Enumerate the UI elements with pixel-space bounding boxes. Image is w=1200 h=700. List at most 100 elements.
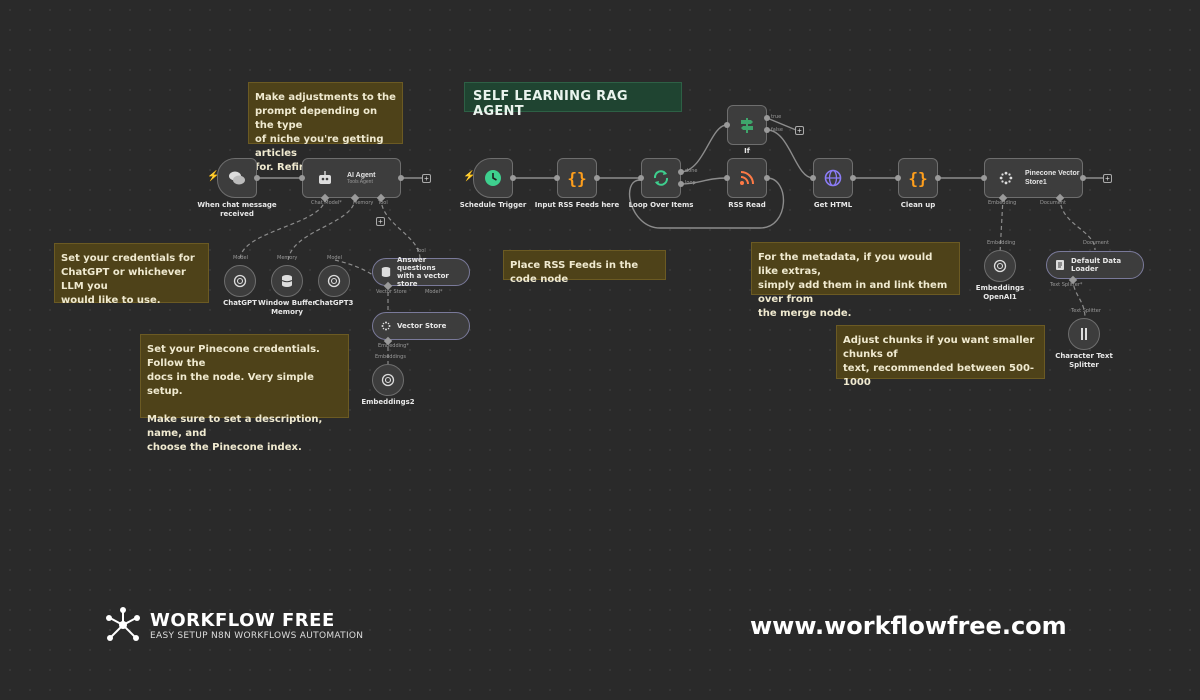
rss-read-node[interactable] bbox=[727, 158, 767, 198]
document-icon bbox=[1055, 259, 1065, 271]
embeddings-openai-node[interactable] bbox=[984, 250, 1016, 282]
pinecone-input-port[interactable] bbox=[981, 175, 987, 181]
openai-icon bbox=[233, 274, 247, 288]
brand-url: www.workflowfree.com bbox=[750, 612, 1067, 640]
chat-trigger-bolt-icon: ⚡ bbox=[207, 171, 220, 182]
schedule-trigger-node[interactable] bbox=[473, 158, 513, 198]
false-port-label: false bbox=[771, 127, 783, 133]
chatgpt-node[interactable] bbox=[224, 265, 256, 297]
prompt-sticky-note[interactable]: Make adjustments to the prompt depending… bbox=[248, 82, 403, 173]
loop-port-label: loop bbox=[685, 180, 696, 186]
schedule-trigger-label: Schedule Trigger bbox=[459, 201, 527, 209]
chat-trigger-node[interactable] bbox=[217, 158, 257, 198]
pinecone-output-port[interactable] bbox=[1080, 175, 1086, 181]
embeddings2-label: Embeddings2 bbox=[361, 398, 415, 406]
clean-up-input-port[interactable] bbox=[895, 175, 901, 181]
input-rss-input-port[interactable] bbox=[554, 175, 560, 181]
chunks-sticky-note[interactable]: Adjust chunks if you want smaller chunks… bbox=[836, 325, 1045, 388]
chat-bubble-icon bbox=[228, 170, 246, 186]
rss-sticky-note[interactable]: Place RSS Feeds in the code node bbox=[503, 250, 666, 285]
loop-loop-port[interactable] bbox=[678, 181, 684, 187]
default-loader-port-label: Document bbox=[1083, 240, 1109, 246]
window-buffer-label: Window Buffer Memory bbox=[257, 299, 317, 316]
globe-icon bbox=[824, 169, 842, 187]
text-splitter-port-label: Text Splitter* bbox=[1050, 282, 1083, 288]
ai-agent-output-port[interactable] bbox=[398, 175, 404, 181]
embedding-port-label: Embedding* bbox=[378, 343, 409, 349]
loop-arrows-icon bbox=[652, 169, 670, 187]
default-data-loader-node[interactable]: Default Data Loader bbox=[1046, 251, 1144, 279]
network-logo-icon bbox=[104, 606, 142, 644]
get-html-output-port[interactable] bbox=[850, 175, 856, 181]
answer-tool-label: Answer questions with a vector store bbox=[397, 256, 449, 288]
loop-done-port[interactable] bbox=[678, 169, 684, 175]
workflow-title: SELF LEARNING RAG AGENT bbox=[473, 89, 628, 119]
rss-icon bbox=[739, 170, 755, 186]
chatgpt-model-label: Model bbox=[233, 255, 249, 261]
chatgpt3-node[interactable] bbox=[318, 265, 350, 297]
clean-up-output-port[interactable] bbox=[935, 175, 941, 181]
tool-port-label: Tool bbox=[378, 200, 388, 206]
rss-sticky-text: Place RSS Feeds in the code node bbox=[510, 260, 639, 285]
embeddings2-node[interactable] bbox=[372, 364, 404, 396]
metadata-sticky-text: For the metadata, if you would like extr… bbox=[758, 252, 948, 319]
if-node[interactable] bbox=[727, 105, 767, 145]
input-rss-code-node[interactable]: {} bbox=[557, 158, 597, 198]
if-label: If bbox=[744, 147, 750, 155]
pinecone-sticky-note[interactable]: Set your Pinecone credentials. Follow th… bbox=[140, 334, 349, 453]
openai-icon bbox=[327, 274, 341, 288]
chunks-sticky-text: Adjust chunks if you want smaller chunks… bbox=[843, 335, 1035, 388]
if-input-port[interactable] bbox=[724, 122, 730, 128]
default-loader-label: Default Data Loader bbox=[1071, 257, 1122, 273]
pinecone-icon bbox=[999, 171, 1013, 185]
metadata-sticky-note[interactable]: For the metadata, if you would like extr… bbox=[751, 242, 960, 319]
ai-agent-subtitle: Tools Agent bbox=[347, 178, 373, 185]
answer-questions-tool-node[interactable]: Answer questions with a vector store bbox=[372, 256, 470, 288]
ai-agent-add-button[interactable]: + bbox=[422, 174, 431, 183]
model-port-label: Model* bbox=[425, 289, 443, 295]
clean-up-node[interactable]: {} bbox=[898, 158, 938, 198]
code-braces-icon: {} bbox=[567, 168, 587, 188]
code-braces-icon: {} bbox=[908, 168, 928, 188]
window-buffer-node[interactable] bbox=[271, 265, 303, 297]
vector-store-port-label: Vector Store bbox=[376, 289, 407, 295]
ai-agent-node[interactable]: AI Agent Tools Agent bbox=[302, 158, 401, 198]
pinecone-add-button[interactable]: + bbox=[1103, 174, 1112, 183]
done-port-label: done bbox=[685, 168, 698, 174]
pinecone-vector-store-node[interactable]: Pinecone Vector Store1 bbox=[984, 158, 1083, 198]
ai-agent-input-port[interactable] bbox=[299, 175, 305, 181]
input-rss-output-port[interactable] bbox=[594, 175, 600, 181]
credentials-sticky-note[interactable]: Set your credentials for ChatGPT or whic… bbox=[54, 243, 209, 306]
get-html-label: Get HTML bbox=[813, 201, 853, 209]
database-icon bbox=[381, 266, 391, 278]
if-true-port[interactable] bbox=[764, 115, 770, 121]
get-html-node[interactable] bbox=[813, 158, 853, 198]
pinecone-icon bbox=[381, 321, 391, 331]
chatgpt-label: ChatGPT bbox=[223, 299, 257, 307]
openai-icon bbox=[993, 259, 1007, 273]
if-false-port[interactable] bbox=[764, 127, 770, 133]
loop-over-items-node[interactable] bbox=[641, 158, 681, 198]
database-icon bbox=[281, 274, 293, 288]
pinecone-title: Pinecone Vector Store1 bbox=[1025, 170, 1080, 186]
tool-add-button[interactable]: + bbox=[376, 217, 385, 226]
loop-input-port[interactable] bbox=[638, 175, 644, 181]
workflow-title-sticky[interactable]: SELF LEARNING RAG AGENT bbox=[464, 82, 682, 119]
schedule-trigger-output-port[interactable] bbox=[510, 175, 516, 181]
rss-read-output-port[interactable] bbox=[764, 175, 770, 181]
clock-icon bbox=[484, 169, 502, 187]
text-splitter-label: Character Text Splitter bbox=[1055, 352, 1113, 369]
if-true-add-button[interactable]: + bbox=[795, 126, 804, 135]
chatgpt3-label: ChatGPT3 bbox=[314, 299, 354, 307]
loop-over-items-label: Loop Over Items bbox=[628, 201, 694, 209]
schedule-trigger-bolt-icon: ⚡ bbox=[463, 171, 476, 182]
get-html-input-port[interactable] bbox=[810, 175, 816, 181]
chat-trigger-output-port[interactable] bbox=[254, 175, 260, 181]
vector-store-node[interactable]: Vector Store bbox=[372, 312, 470, 340]
pinecone-sticky-text: Set your Pinecone credentials. Follow th… bbox=[147, 344, 323, 453]
ai-agent-title: AI Agent bbox=[347, 171, 376, 179]
embeddings-openai-label: Embeddings OpenAI1 bbox=[975, 284, 1025, 301]
character-text-splitter-node[interactable] bbox=[1068, 318, 1100, 350]
rss-read-input-port[interactable] bbox=[724, 175, 730, 181]
